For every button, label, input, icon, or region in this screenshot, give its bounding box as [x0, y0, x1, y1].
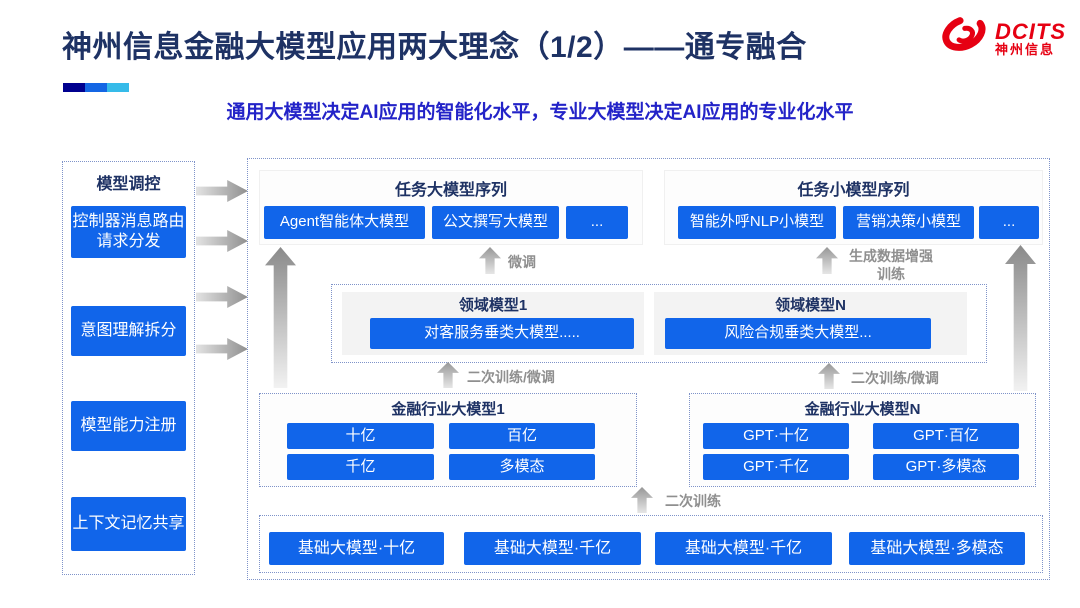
finetune-label: 微调: [508, 254, 536, 270]
model-control-title: 模型调控: [96, 176, 161, 193]
model-control-panel: 模型调控 控制器消息路由请求分发 意图理解拆分 模型能力注册 上下文记忆共享: [62, 161, 195, 575]
model-chip-base-100b: 基础大模型·千亿: [655, 532, 832, 565]
model-chip-customer-service: 对客服务垂类大模型.....: [370, 318, 634, 349]
model-chip-multimodal: 多模态: [449, 454, 595, 480]
model-chip-base-multimodal: 基础大模型·多模态: [849, 532, 1025, 565]
retrain-finetune-arrow-up-icon: [818, 363, 840, 389]
sidebar-item-router: 控制器消息路由请求分发: [71, 206, 186, 258]
model-chip-more: ...: [979, 206, 1039, 239]
model-chip-nlp-call: 智能外呼NLP小模型: [678, 206, 836, 239]
augment-arrow-up-icon: [816, 247, 838, 274]
accent-segment-cyan: [107, 83, 129, 92]
model-chip-agent: Agent智能体大模型: [264, 206, 425, 239]
accent-bar: [63, 83, 129, 92]
industry-model-n-title: 金融行业大模型N: [804, 401, 921, 418]
model-chip-10b: 百亿: [449, 423, 595, 449]
domain-models-band: 领域模型1 对客服务垂类大模型..... 领域模型N 风险合规垂类大模型...: [331, 284, 987, 363]
subtitle: 通用大模型决定AI应用的智能化水平，专业大模型决定AI应用的专业化水平: [226, 102, 854, 123]
page-title: 神州信息金融大模型应用两大理念（1/2）——通专融合: [62, 31, 807, 64]
dispatch-arrow-right-icon: [196, 338, 248, 360]
company-logo: DCITS 神州信息: [941, 15, 1066, 62]
dispatch-arrow-right-icon: [196, 230, 248, 252]
retrain-finetune-arrow-up-icon: [437, 362, 459, 388]
industry-model-panel-n: 金融行业大模型N GPT·十亿 GPT·百亿 GPT·千亿 GPT·多模态: [689, 393, 1036, 487]
model-chip-document: 公文撰写大模型: [432, 206, 559, 239]
flow-arrow-up-icon: [1005, 245, 1036, 391]
model-chip-marketing: 营销决策小模型: [843, 206, 974, 239]
model-chip-risk-compliance: 风险合规垂类大模型...: [665, 318, 931, 349]
model-chip-gpt-1b: GPT·十亿: [703, 423, 849, 449]
main-diagram: 任务大模型序列 Agent智能体大模型 公文撰写大模型 ... 任务小模型序列 …: [247, 158, 1050, 580]
task-small-model-panel: 任务小模型序列 智能外呼NLP小模型 营销决策小模型 ...: [664, 170, 1043, 245]
domain-model-n-title: 领域模型N: [775, 297, 846, 314]
flow-arrow-up-icon: [265, 247, 296, 388]
model-chip-gpt-100b: GPT·千亿: [703, 454, 849, 480]
sidebar-item-registry: 模型能力注册: [71, 401, 186, 451]
logo-text-cn: 神州信息: [995, 42, 1056, 58]
retrain-arrow-up-icon: [631, 487, 653, 513]
model-chip-gpt-multimodal: GPT·多模态: [873, 454, 1019, 480]
dispatch-arrow-right-icon: [196, 286, 248, 308]
task-small-model-title: 任务小模型序列: [797, 182, 910, 199]
domain-model-panel-n: 领域模型N 风险合规垂类大模型...: [654, 292, 967, 355]
domain-model-1-title: 领域模型1: [458, 297, 528, 314]
accent-segment-blue: [85, 83, 107, 92]
industry-model-panel-1: 金融行业大模型1 十亿 百亿 千亿 多模态: [259, 393, 637, 487]
model-chip-100b: 千亿: [287, 454, 434, 480]
dispatch-arrow-right-icon: [196, 180, 248, 202]
retrain-label: 二次训练: [665, 493, 721, 509]
retrain-finetune-label: 二次训练/微调: [851, 370, 939, 386]
model-chip-base-1b: 基础大模型·十亿: [269, 532, 444, 565]
sidebar-item-intent: 意图理解拆分: [71, 306, 186, 356]
accent-segment-navy: [63, 83, 85, 92]
finetune-arrow-up-icon: [479, 247, 501, 274]
model-chip-gpt-10b: GPT·百亿: [873, 423, 1019, 449]
task-large-model-panel: 任务大模型序列 Agent智能体大模型 公文撰写大模型 ...: [259, 170, 643, 245]
logo-swirl-icon: [941, 15, 989, 62]
retrain-finetune-label: 二次训练/微调: [467, 369, 555, 385]
model-chip-1b: 十亿: [287, 423, 434, 449]
industry-model-1-title: 金融行业大模型1: [391, 401, 505, 418]
model-chip-more: ...: [566, 206, 628, 239]
sidebar-item-context: 上下文记忆共享: [71, 497, 186, 551]
model-chip-base-100b: 基础大模型·千亿: [464, 532, 641, 565]
task-large-model-title: 任务大模型序列: [394, 182, 507, 199]
logo-text: DCITS: [995, 19, 1066, 45]
base-models-band: 基础大模型·十亿 基础大模型·千亿 基础大模型·千亿 基础大模型·多模态: [259, 515, 1043, 573]
augment-label: 生成数据增强训练: [849, 248, 933, 282]
domain-model-panel-1: 领域模型1 对客服务垂类大模型.....: [342, 292, 644, 355]
